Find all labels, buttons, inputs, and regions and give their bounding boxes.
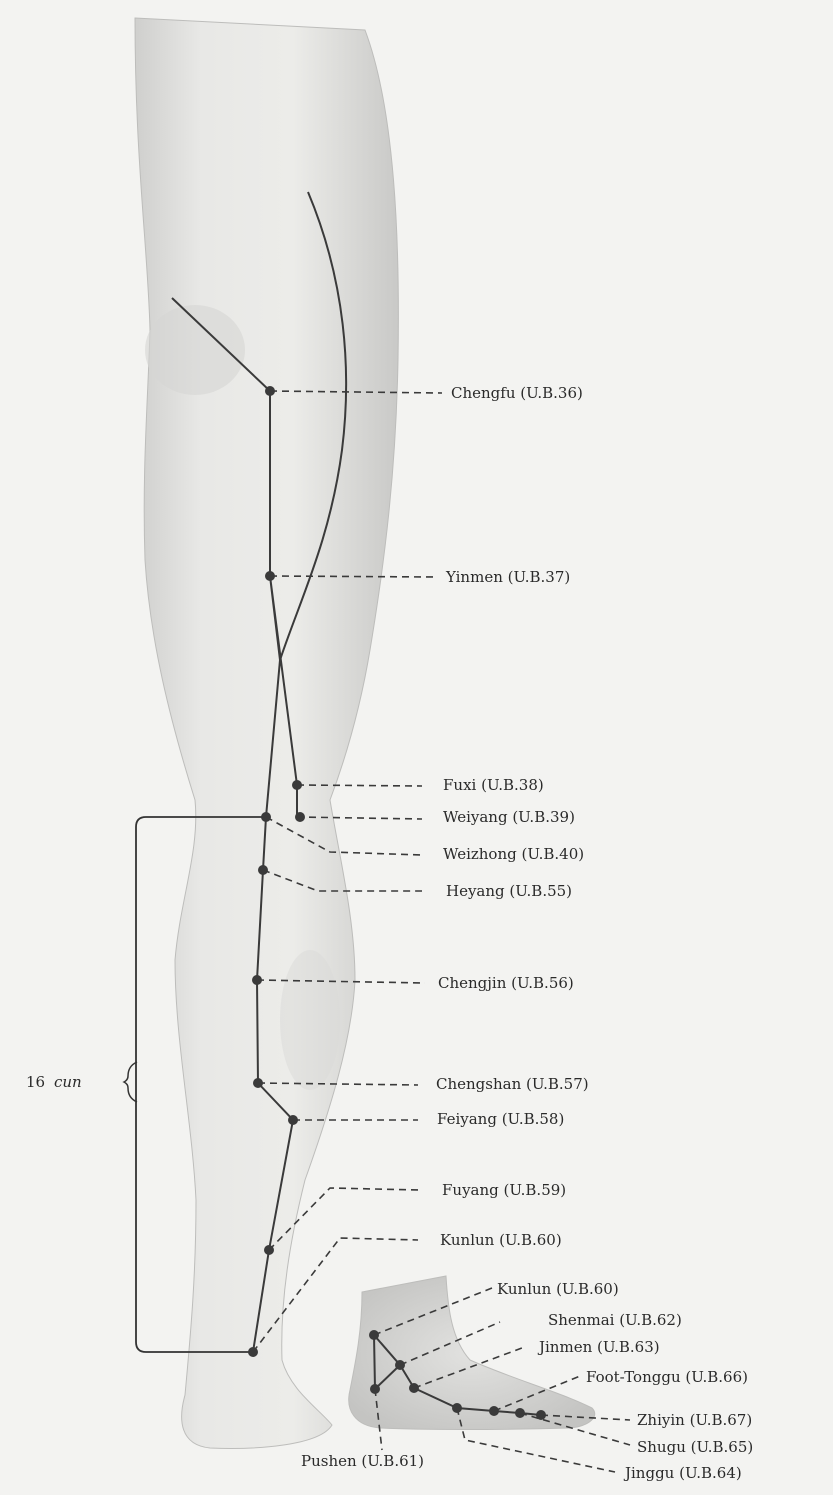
leader-fuxi: [297, 785, 422, 786]
point-kunlun-foot: [369, 1330, 379, 1340]
label-kunlun-foot: Kunlun (U.B.60): [497, 1280, 619, 1298]
point-fuyang: [264, 1245, 274, 1255]
label-chengshan: Chengshan (U.B.57): [436, 1075, 589, 1093]
label-chengjin: Chengjin (U.B.56): [438, 974, 574, 992]
point-chengfu: [265, 386, 275, 396]
label-chengfu: Chengfu (U.B.36): [451, 384, 583, 402]
point-pushen: [370, 1384, 380, 1394]
point-yinmen: [265, 571, 275, 581]
point-heyang: [258, 865, 268, 875]
leg-silhouette: [135, 18, 398, 1448]
point-jinmen: [409, 1383, 419, 1393]
point-jinggu: [452, 1403, 462, 1413]
point-chengshan: [253, 1078, 263, 1088]
point-fuxi: [292, 780, 302, 790]
label-fuyang: Fuyang (U.B.59): [442, 1181, 566, 1199]
point-kunlun-leg: [248, 1347, 258, 1357]
cun-value: 16: [26, 1073, 45, 1091]
label-jinmen: Jinmen (U.B.63): [537, 1338, 660, 1356]
label-shugu: Shugu (U.B.65): [637, 1438, 753, 1456]
label-weiyang: Weiyang (U.B.39): [443, 808, 575, 826]
label-zhiyin: Zhiyin (U.B.67): [637, 1411, 752, 1429]
label-kunlun-leg: Kunlun (U.B.60): [440, 1231, 562, 1249]
label-yinmen: Yinmen (U.B.37): [445, 568, 570, 586]
calf-shade: [280, 950, 340, 1090]
label-heyang: Heyang (U.B.55): [446, 882, 572, 900]
cun-unit: cun: [54, 1073, 82, 1091]
point-shenmai: [395, 1360, 405, 1370]
label-foot-tonggu: Foot-Tonggu (U.B.66): [586, 1368, 748, 1386]
point-weiyang: [295, 812, 305, 822]
label-jinggu: Jinggu (U.B.64): [623, 1464, 742, 1482]
label-fuxi: Fuxi (U.B.38): [443, 776, 544, 794]
label-shenmai: Shenmai (U.B.62): [548, 1311, 682, 1329]
point-zhiyin: [536, 1410, 546, 1420]
label-weizhong: Weizhong (U.B.40): [443, 845, 584, 863]
point-foot-tonggu: [489, 1406, 499, 1416]
point-feiyang: [288, 1115, 298, 1125]
cun-brace: [124, 1062, 137, 1102]
label-pushen: Pushen (U.B.61): [301, 1452, 424, 1470]
point-weizhong: [261, 812, 271, 822]
point-chengjin: [252, 975, 262, 985]
label-feiyang: Feiyang (U.B.58): [437, 1110, 564, 1128]
point-shugu: [515, 1408, 525, 1418]
